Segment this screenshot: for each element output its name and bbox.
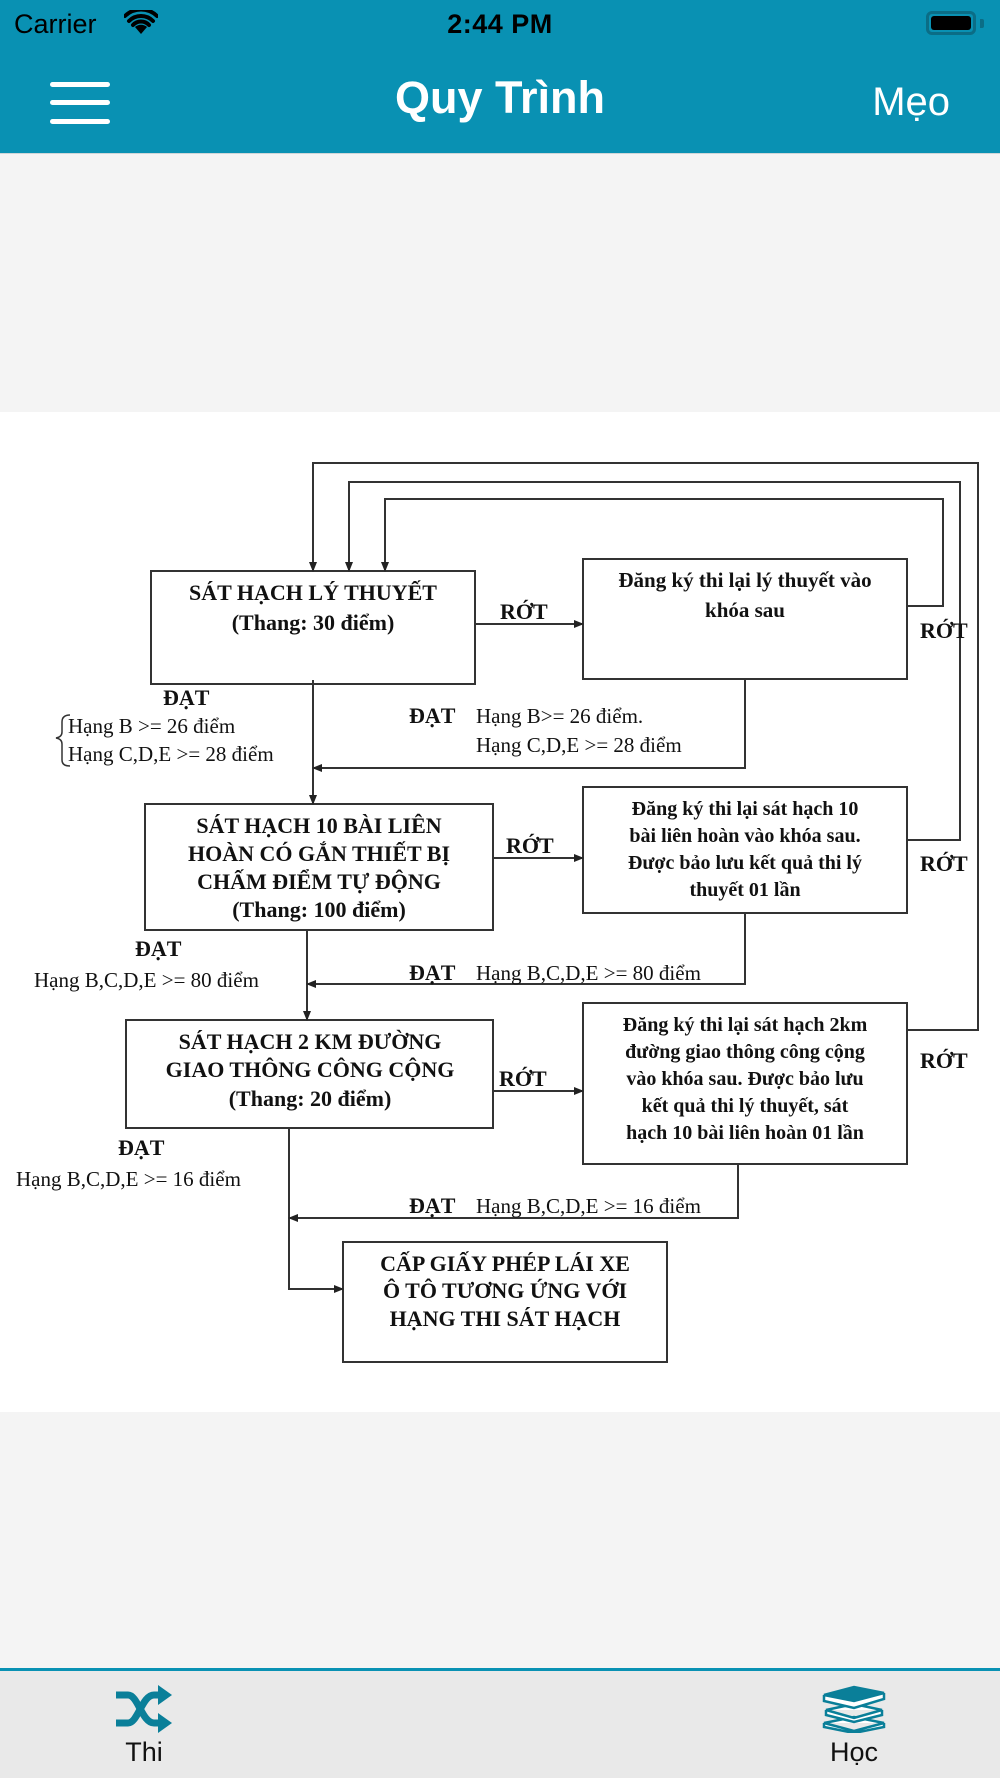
loop-theory-retake: [381, 498, 944, 607]
theory-retake-pass-cde: Hạng C,D,E >= 28 điểm: [476, 733, 682, 757]
course-pass: Hạng B,C,D,E >= 80 điểm: [34, 968, 259, 992]
hamburger-menu-icon[interactable]: [50, 80, 112, 126]
box-license-line2: Ô TÔ TƯƠNG ỨNG VỚI: [383, 1278, 627, 1303]
content-spacer-top: [0, 155, 1000, 412]
tips-button[interactable]: Mẹo: [872, 80, 950, 124]
label-fail-course: RỚT: [506, 833, 554, 858]
box-road-retake-line4: kết quả thi lý thuyết, sát: [642, 1095, 849, 1117]
label-fail-road-retake: RỚT: [920, 1048, 968, 1073]
tab-thi-label: Thi: [125, 1737, 163, 1767]
theory-pass-cde: Hạng C,D,E >= 28 điểm: [68, 742, 274, 766]
box-road-test-line1: SÁT HẠCH 2 KM ĐƯỜNG: [179, 1029, 442, 1054]
brace: [55, 714, 71, 767]
label-fail-theory: RỚT: [500, 599, 548, 624]
box-road-retake-line2: đường giao thông công cộng: [625, 1041, 865, 1063]
process-diagram: SÁT HẠCH LÝ THUYẾT (Thang: 30 điểm) Đăng…: [0, 412, 1000, 1412]
box-license: [342, 1241, 668, 1363]
box-course-test-line3: CHẤM ĐIỂM TỰ ĐỘNG: [197, 869, 441, 894]
box-course-test: [144, 803, 494, 931]
box-road-test-line3: (Thang: 20 điểm): [229, 1086, 392, 1111]
shuffle-icon: [116, 1685, 172, 1733]
loop-course-retake: [345, 481, 961, 841]
box-theory-retake-line2: khóa sau: [705, 598, 785, 622]
box-course-retake-line1: Đăng ký thi lại sát hạch 10: [632, 798, 859, 820]
box-course-retake-line2: bài liên hoàn vào khóa sau.: [629, 825, 860, 847]
nav-bar: Quy Trình Mẹo: [0, 50, 1000, 154]
theory-retake-pass-b: Hạng B>= 26 điểm.: [476, 704, 643, 728]
diagram-svg: SÁT HẠCH LÝ THUYẾT (Thang: 30 điểm) Đăng…: [16, 462, 979, 1363]
box-course-test-line4: (Thang: 100 điểm): [232, 897, 406, 922]
box-theory-test-line1: SÁT HẠCH LÝ THUYẾT: [189, 580, 437, 605]
box-course-retake-line3: Được bảo lưu kết quả thi lý: [628, 852, 862, 874]
battery-tip: [980, 19, 984, 28]
tab-hoc-label: Học: [829, 1737, 878, 1767]
box-course-retake-line4: thuyết 01 lần: [689, 879, 800, 901]
box-road-retake-line5: hạch 10 bài liên hoàn 01 lần: [626, 1122, 864, 1144]
label-pass-theory: ĐẠT: [163, 685, 210, 710]
arrow-course-retake-pass: [306, 913, 746, 988]
box-road-retake: [582, 1002, 908, 1165]
tab-thi[interactable]: Thi: [64, 1671, 224, 1778]
road-retake-pass: Hạng B,C,D,E >= 16 điểm: [476, 1194, 701, 1218]
box-road-retake-line3: vào khóa sau. Được bảo lưu: [626, 1068, 863, 1090]
box-theory-retake-line1: Đăng ký thi lại lý thuyết vào: [618, 568, 871, 592]
box-license-line3: HẠNG THI SÁT HẠCH: [390, 1306, 621, 1331]
label-pass-course: ĐẠT: [135, 936, 182, 961]
label-fail-road: RỚT: [499, 1066, 547, 1091]
arrow-theory-retake-pass: [312, 679, 746, 772]
loop-road-retake: [309, 462, 979, 1031]
page-title: Quy Trình: [394, 72, 605, 123]
label-pass-road-retake: ĐẠT: [409, 1193, 456, 1218]
label-pass-theory-retake: ĐẠT: [409, 703, 456, 728]
arrow-road-pass: [288, 1128, 344, 1293]
content-spacer-bottom: [0, 1412, 1000, 1670]
battery-icon: [926, 11, 976, 35]
tab-bar: Thi Học: [0, 1668, 1000, 1778]
box-license-line1: CẤP GIẤY PHÉP LÁI XE: [380, 1251, 630, 1276]
status-bar: Carrier 2:44 PM: [0, 0, 1000, 50]
road-pass: Hạng B,C,D,E >= 16 điểm: [16, 1167, 241, 1191]
box-theory-test-line2: (Thang: 30 điểm): [232, 610, 395, 635]
box-course-test-line1: SÁT HẠCH 10 BÀI LIÊN: [196, 813, 441, 838]
carrier-label: Carrier: [14, 9, 97, 39]
box-road-retake-line1: Đăng ký thi lại sát hạch 2km: [623, 1014, 868, 1036]
course-retake-pass: Hạng B,C,D,E >= 80 điểm: [476, 961, 701, 985]
tab-hoc[interactable]: Học: [774, 1671, 934, 1778]
status-time: 2:44 PM: [447, 9, 553, 39]
arrow-road-retake-pass: [288, 1164, 739, 1222]
label-fail-theory-retake: RỚT: [920, 618, 968, 643]
box-course-test-line2: HOÀN CÓ GẮN THIẾT BỊ: [188, 841, 450, 866]
label-pass-course-retake: ĐẠT: [409, 960, 456, 985]
box-road-test-line2: GIAO THÔNG CÔNG CỘNG: [166, 1057, 455, 1082]
label-fail-course-retake: RỚT: [920, 851, 968, 876]
label-pass-road: ĐẠT: [118, 1135, 165, 1160]
books-icon: [822, 1685, 886, 1733]
wifi-icon: [124, 10, 158, 34]
theory-pass-b: Hạng B >= 26 điểm: [68, 714, 235, 738]
